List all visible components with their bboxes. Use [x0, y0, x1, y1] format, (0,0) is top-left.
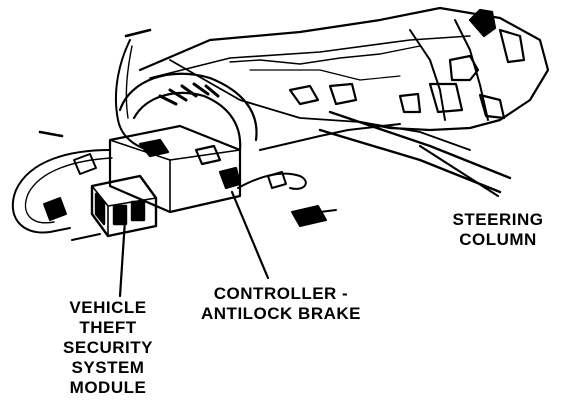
callout-line: MODULE [69, 378, 147, 397]
callout-line: ANTILOCK BRAKE [201, 304, 361, 323]
callout-vehicle-theft-security-system-module: VEHICLE THEFT SECURITY SYSTEM MODULE [38, 298, 178, 398]
callout-line: VEHICLE [69, 298, 147, 317]
callout-line: SYSTEM [71, 358, 145, 377]
loose-connectors [71, 171, 337, 241]
callout-line: CONTROLLER - [213, 284, 349, 303]
callout-line: SECURITY [63, 338, 153, 357]
callout-line: STEERING [452, 210, 544, 229]
leader-lines [118, 144, 500, 298]
vts-module-unit [90, 174, 158, 238]
leader-steering [418, 144, 500, 198]
callout-steering-column: STEERING COLUMN [436, 210, 560, 250]
leader-vtsm [118, 218, 127, 298]
callout-controller-antilock-brake: CONTROLLER - ANTILOCK BRAKE [186, 284, 376, 324]
callout-line: THEFT [79, 318, 137, 337]
callout-line: COLUMN [459, 230, 537, 249]
steering-column-assembly [138, 6, 550, 151]
controller-antilock-brake-unit [108, 124, 242, 214]
leader-controller [230, 190, 270, 280]
air-duct [118, 72, 258, 152]
wiring-harness [11, 28, 401, 234]
